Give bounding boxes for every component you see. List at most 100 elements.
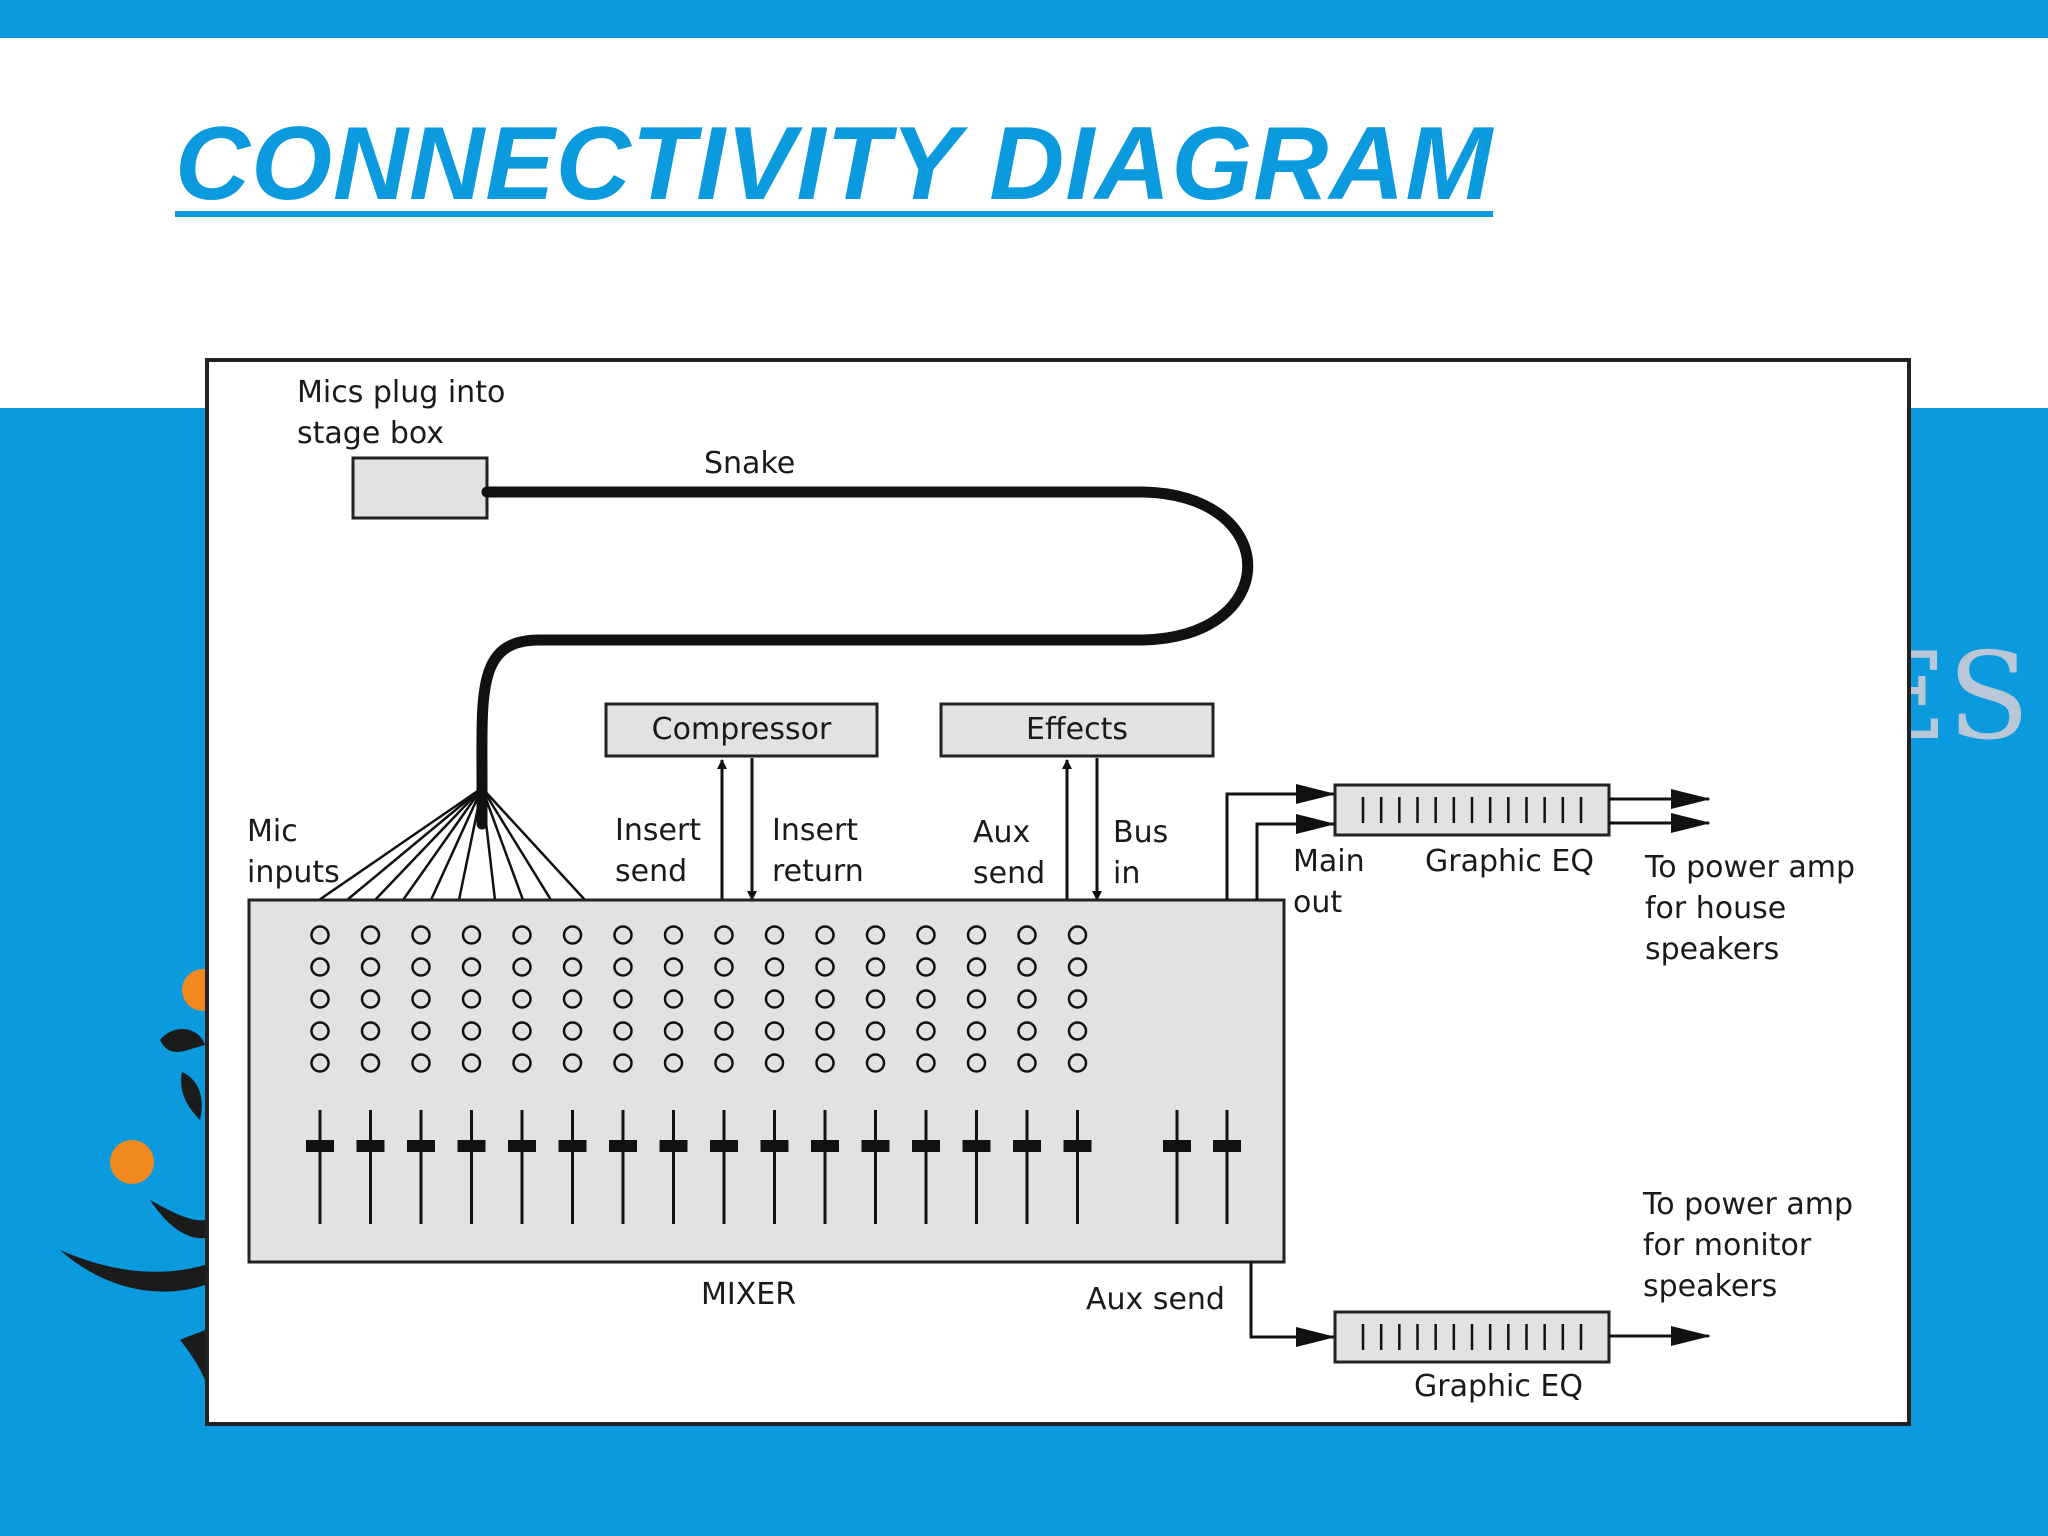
fader-knob <box>1013 1140 1041 1152</box>
mixer-knob <box>310 925 330 945</box>
mixer-knob <box>1017 925 1037 945</box>
fader-knob <box>1063 1140 1092 1152</box>
mixer-knob <box>411 925 431 945</box>
mixer-knob <box>360 1053 381 1073</box>
mixer-knob <box>916 957 936 977</box>
mixer-knob <box>916 989 936 1009</box>
compressor-box <box>604 702 879 758</box>
mixer-knob <box>764 1053 785 1073</box>
mixer-knob <box>461 989 482 1009</box>
mixer-knob <box>360 957 381 977</box>
mixer-knob <box>411 957 431 977</box>
slide-title: CONNECTIVITY DIAGRAM <box>175 106 1494 222</box>
mixer-knob <box>562 957 583 977</box>
effects-label: Effects <box>1026 712 1128 747</box>
mixer-knob <box>865 1021 886 1041</box>
snake-label: Snake <box>704 446 796 481</box>
mixer-knob <box>310 989 330 1009</box>
bus-in-label: Bus in <box>1113 815 1169 891</box>
fader-knob <box>912 1140 940 1152</box>
effects-box <box>939 702 1215 758</box>
fader-knob <box>356 1140 385 1152</box>
mixer-knob <box>714 989 734 1009</box>
mixer-knob <box>411 1021 431 1041</box>
mixer-knob <box>1067 957 1088 977</box>
mixer-knob <box>613 925 633 945</box>
mixer-knob <box>360 1021 381 1041</box>
mixer-knobs <box>310 925 1088 1073</box>
insert-send-label: Insert send <box>615 813 702 889</box>
fader-knob <box>306 1140 334 1152</box>
mixer-knob <box>714 1053 734 1073</box>
fader-knob <box>407 1140 435 1152</box>
mixer-knob <box>1017 989 1037 1009</box>
mixer-knob <box>764 957 785 977</box>
snake-wire <box>318 786 483 902</box>
fader-knob <box>1163 1140 1191 1152</box>
mixer-knob <box>663 1021 684 1041</box>
snake-wire <box>480 787 497 901</box>
logo-dark-swoosh <box>60 1250 205 1292</box>
mixer-knob <box>512 1021 532 1041</box>
mixer-knob <box>562 1021 583 1041</box>
main-out-wire-2 <box>1255 814 1336 900</box>
stage-box <box>351 456 489 520</box>
mixer-knob <box>461 957 482 977</box>
snake-fan-out <box>318 786 586 902</box>
logo-orange-dot-lower <box>110 1140 154 1184</box>
mixer-knob <box>714 957 734 977</box>
aux-send-monitor-wire <box>1249 1262 1336 1347</box>
mixer-knob <box>865 989 886 1009</box>
mixer-knob <box>966 1053 987 1073</box>
mixer-knob <box>1017 1021 1037 1041</box>
fader-knob <box>811 1140 839 1152</box>
mixer-knob <box>916 925 936 945</box>
mixer-knob <box>815 989 835 1009</box>
mixer-knob <box>815 1021 835 1041</box>
mixer-knob <box>663 1053 684 1073</box>
diagram-drawing <box>247 456 1711 1364</box>
mixer-knob <box>663 957 684 977</box>
snake-wire <box>401 787 484 901</box>
mixer-knob <box>613 1053 633 1073</box>
house-speakers-label: To power amp for house speakers <box>1645 850 1856 967</box>
aux-send-top-label: Aux send <box>973 815 1046 891</box>
mixer-knob <box>663 925 684 945</box>
mixer-knob <box>613 957 633 977</box>
mixer-knob <box>966 957 987 977</box>
mixer-knob <box>1067 925 1088 945</box>
main-out-wire-1 <box>1225 784 1336 900</box>
mixer-knob <box>663 989 684 1009</box>
mixer-knob <box>1067 989 1088 1009</box>
compressor-label: Compressor <box>651 712 832 747</box>
fader-knob <box>710 1140 738 1152</box>
mixer-knob <box>562 1053 583 1073</box>
snake-wire <box>480 787 553 901</box>
mixer-knob <box>512 1053 532 1073</box>
mixer-knob <box>310 1053 330 1073</box>
mixer-knob <box>360 989 381 1009</box>
monitor-speakers-label: To power amp for monitor speakers <box>1643 1187 1854 1304</box>
graphic-eq-monitor-sliders <box>1361 1324 1583 1350</box>
mixer-knob <box>815 1053 835 1073</box>
fader-knob <box>861 1140 890 1152</box>
mixer-knob <box>360 925 381 945</box>
mixer-knob <box>1017 957 1037 977</box>
fader-knob <box>508 1140 536 1152</box>
connectivity-diagram: Mics plug into stage box Snake Compresso… <box>205 358 1911 1426</box>
logo-dark-swoosh <box>160 1029 205 1052</box>
snake-cable <box>476 486 1254 830</box>
mixer-knob <box>916 1053 936 1073</box>
mixer-knob <box>613 1021 633 1041</box>
fader-knob <box>760 1140 789 1152</box>
mixer-knob <box>1017 1053 1037 1073</box>
mixer-knob <box>815 957 835 977</box>
main-out-label: Main out <box>1293 844 1365 920</box>
mixer-knob <box>764 925 785 945</box>
mixer-knob <box>1067 1053 1088 1073</box>
mixer-knob <box>966 1021 987 1041</box>
stage-box-label: Mics plug into stage box <box>297 375 506 451</box>
mixer-knob <box>310 957 330 977</box>
fader-knob <box>659 1140 688 1152</box>
mixer-knob <box>411 989 431 1009</box>
